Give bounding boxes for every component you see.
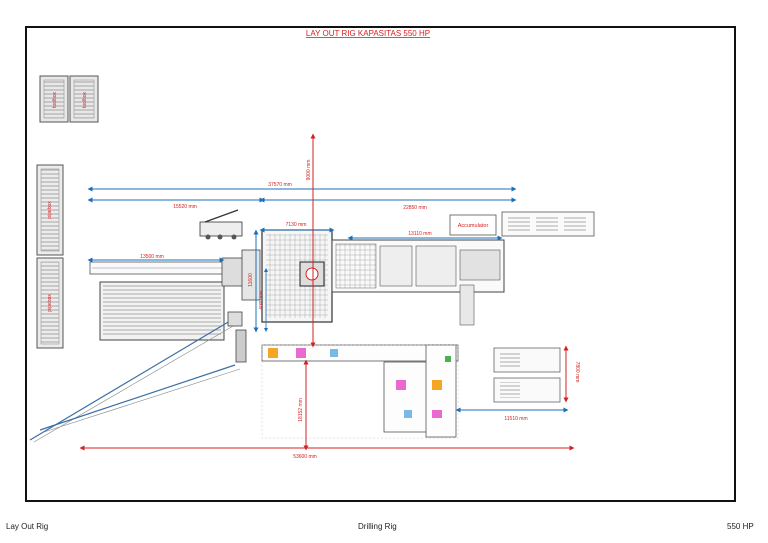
- dim-label-9000: 9000 mm: [306, 160, 312, 181]
- toolbox-label-1: toolbox: [52, 91, 58, 108]
- dim-label-13500: 13500 mm: [140, 254, 164, 260]
- mast-guy-lines: [29, 311, 247, 443]
- generator-house: [501, 211, 595, 237]
- mud-tanks: [331, 239, 505, 326]
- dim-label-53600: 53600 mm: [293, 454, 317, 460]
- office-modules: [261, 344, 459, 439]
- toolbox-2: toolbox: [69, 75, 99, 123]
- drawing-frame: [25, 26, 736, 502]
- dim-label-7130: 7130 mm: [286, 222, 307, 228]
- dimension-11510: 11510 mm: [455, 407, 569, 422]
- dimension-6000: 6000 mm: [258, 268, 268, 332]
- rig-substructure: [241, 229, 333, 323]
- pipebox-label-1: pipebox: [47, 201, 53, 219]
- accumulator-unit: Accumulator: [449, 214, 497, 236]
- dimension-11600: 11600: [248, 229, 259, 333]
- dim-label-11600: 11600: [248, 273, 254, 287]
- dimension-7800: 7800 mm: [563, 345, 580, 403]
- footer-left: Lay Out Rig: [6, 522, 49, 531]
- dimension-53600: 53600 mm: [79, 445, 575, 460]
- dim-label-11510: 11510 mm: [504, 416, 527, 422]
- dimension-7130: 7130 mm: [259, 222, 335, 233]
- power-units: [493, 347, 561, 403]
- crane-truck: [199, 209, 243, 240]
- dimension-9000: 9000 mm: [306, 133, 316, 348]
- toolbox-1: toolbox: [39, 75, 69, 123]
- pipebox-1: pipebox: [36, 164, 64, 256]
- dimension-37570: 37570 mm: [87, 182, 517, 192]
- pipe-rack: [99, 281, 225, 341]
- toolbox-label-2: toolbox: [82, 91, 88, 108]
- dim-label-22850: 22850 mm: [403, 205, 427, 211]
- dim-label-6000: 6000 mm: [258, 290, 263, 309]
- dim-label-18152: 18152 mm: [298, 398, 304, 422]
- dimension-18152: 18152 mm: [298, 359, 309, 451]
- dim-label-7800: 7800 mm: [574, 362, 580, 383]
- accumulator-label: Accumulator: [458, 223, 489, 229]
- dimension-13500: 13500 mm: [87, 254, 225, 263]
- footer-center: Drilling Rig: [358, 522, 397, 531]
- dimension-15520: 15520 mm: [87, 197, 265, 210]
- catwalk: [89, 257, 245, 287]
- dimension-13110: 13110 mm: [347, 231, 503, 241]
- pipebox-label-2: pipebox: [47, 294, 53, 312]
- pipebox-2: pipebox: [36, 257, 64, 349]
- dim-label-13110: 13110 mm: [408, 231, 431, 237]
- dim-label-37570: 37570 mm: [268, 182, 292, 188]
- dimension-22850: 22850 mm: [259, 197, 517, 211]
- dim-label-15520: 15520 mm: [173, 204, 197, 210]
- layout-title: LAY OUT RIG KAPASITAS 550 HP: [306, 29, 430, 38]
- footer-right: 550 HP: [727, 522, 754, 531]
